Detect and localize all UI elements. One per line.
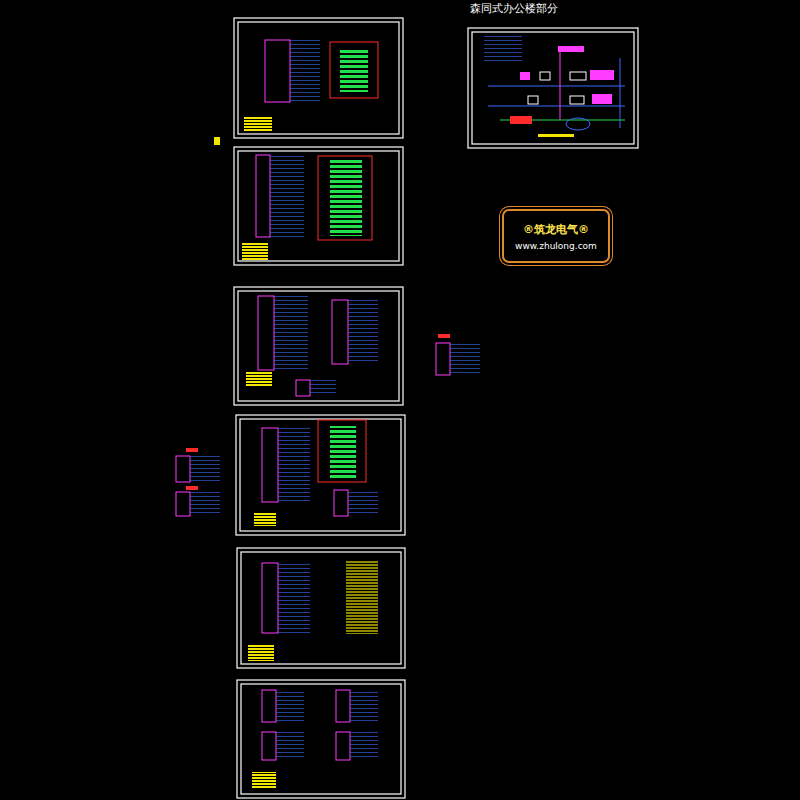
watermark-box: ®筑龙电气® www.zhulong.com bbox=[502, 209, 610, 263]
drawing-title: 森同式办公楼部分 bbox=[470, 1, 558, 16]
watermark-url: www.zhulong.com bbox=[515, 241, 597, 251]
watermark-name: ®筑龙电气® bbox=[523, 222, 589, 237]
